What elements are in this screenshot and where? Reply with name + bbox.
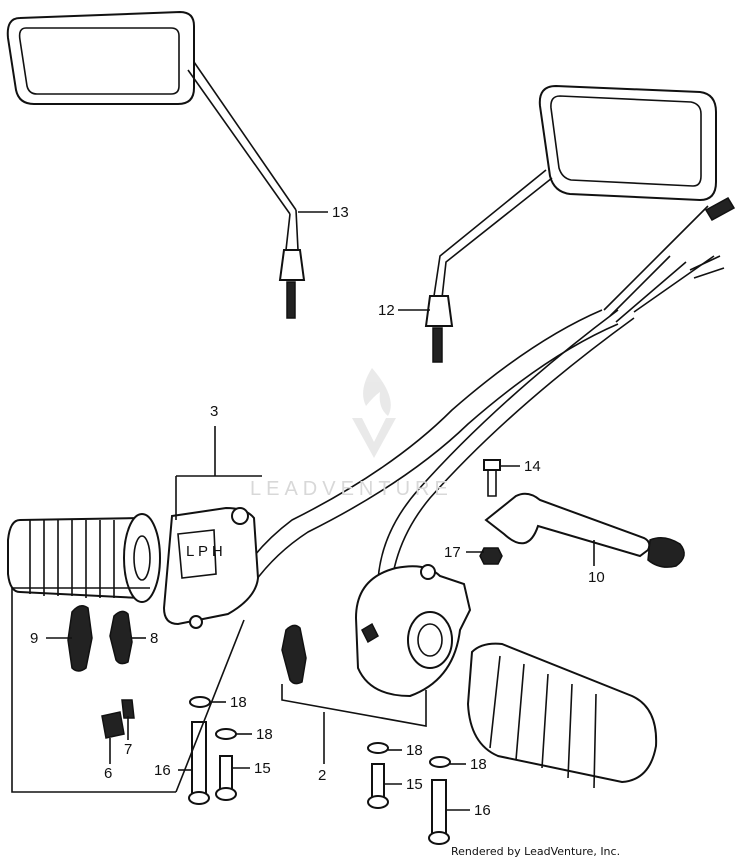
- screws-left: [188, 696, 237, 805]
- small-screws: [101, 699, 135, 739]
- leader-lines: [46, 211, 595, 811]
- callout-2: 2: [318, 767, 326, 784]
- callout-15-a: 15: [254, 760, 271, 777]
- mirror-right: [424, 84, 717, 363]
- callout-9: 9: [30, 630, 38, 647]
- callout-16-b: 16: [474, 802, 491, 819]
- callout-18-c: 18: [406, 742, 423, 759]
- callout-14: 14: [524, 458, 541, 475]
- watermark-text: LEADVENTURE: [250, 478, 453, 500]
- watermark-logo-icon: [352, 368, 396, 458]
- callout-18-d: 18: [470, 756, 487, 773]
- screws-right: [367, 742, 451, 845]
- callout-17: 17: [444, 544, 461, 561]
- callout-3: 3: [210, 403, 218, 420]
- right-grip: [466, 642, 658, 789]
- switch-knobs: [67, 605, 307, 685]
- credit-text: Rendered by LeadVenture, Inc.: [451, 845, 621, 858]
- svg-text:L P H: L P H: [186, 543, 223, 560]
- callout-10: 10: [588, 569, 605, 586]
- callout-13: 13: [332, 204, 349, 221]
- mirror-left: [6, 10, 306, 319]
- callout-7: 7: [124, 741, 132, 758]
- callout-12: 12: [378, 302, 395, 319]
- callout-16-a: 16: [154, 762, 171, 779]
- callout-labels: 13 12 3 14 17 10 9 8 7 6 18 18 16 15 2 1…: [30, 204, 605, 819]
- brake-lever: [479, 459, 685, 568]
- assembly-brackets: [11, 426, 427, 793]
- callout-8: 8: [150, 630, 158, 647]
- switch-cables: [231, 196, 736, 607]
- callout-18-b: 18: [256, 726, 273, 743]
- left-switch-housing: L P H: [162, 506, 260, 629]
- right-switch-housing: [354, 564, 472, 698]
- callout-15-b: 15: [406, 776, 423, 793]
- callout-18-a: 18: [230, 694, 247, 711]
- left-grip: [7, 513, 161, 603]
- callout-6: 6: [104, 765, 112, 782]
